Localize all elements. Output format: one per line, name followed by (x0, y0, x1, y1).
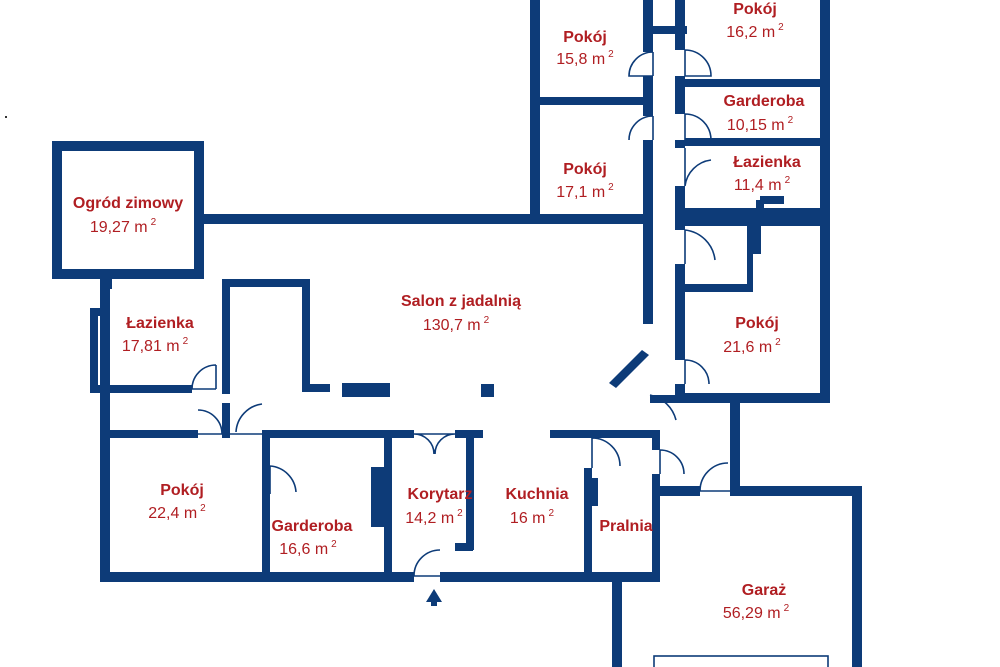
room-name: Pokój (733, 1, 777, 18)
room-name: Pokój (160, 482, 204, 499)
room-name: Pokój (563, 29, 607, 46)
room-name: Garaż (742, 582, 786, 599)
walls (52, 0, 862, 667)
room-name: Korytarz (408, 486, 473, 503)
room-name: Pralnia (599, 518, 652, 535)
room-name: Garderoba (724, 93, 805, 110)
room-name: Kuchnia (505, 486, 568, 503)
room-name: Ogród zimowy (73, 195, 183, 212)
room-name: Łazienka (126, 315, 194, 332)
doors (191, 49, 730, 577)
room-name: Garderoba (272, 518, 353, 535)
entrance-arrow-icon (426, 589, 442, 602)
entrance-arrow-stem (431, 600, 437, 606)
room-name: Łazienka (733, 154, 801, 171)
room-name: Pokój (735, 315, 779, 332)
stray-dot (5, 116, 7, 118)
room-name: Pokój (563, 161, 607, 178)
room-name: Salon z jadalnią (401, 293, 521, 310)
